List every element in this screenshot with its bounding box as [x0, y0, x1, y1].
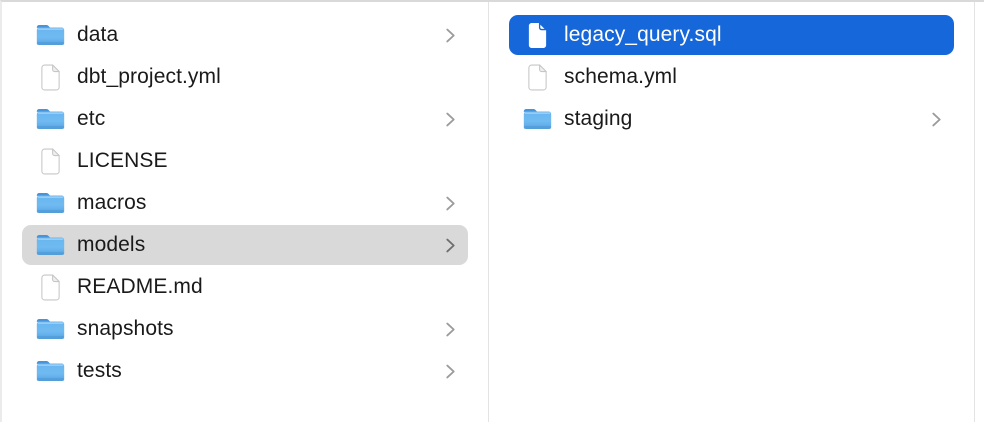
- chevron-right-icon: [931, 111, 942, 128]
- row-schema-yml[interactable]: schema.yml: [509, 57, 954, 97]
- item-label: snapshots: [77, 317, 174, 340]
- item-label: data: [77, 23, 119, 46]
- folder-icon: [521, 106, 554, 132]
- chevron-right-icon: [445, 27, 456, 44]
- row-legacy-query-sql-selected[interactable]: legacy_query.sql: [509, 15, 954, 55]
- chevron-right-icon: [445, 237, 456, 254]
- folder-icon: [34, 232, 67, 258]
- folder-icon: [34, 22, 67, 48]
- file-icon: [34, 273, 67, 302]
- file-icon: [521, 21, 554, 50]
- item-label: legacy_query.sql: [564, 23, 722, 46]
- item-label: models: [77, 233, 146, 256]
- row-macros[interactable]: macros: [22, 183, 468, 223]
- column-divider: [974, 2, 975, 422]
- folder-icon: [34, 190, 67, 216]
- chevron-right-icon: [445, 111, 456, 128]
- file-icon: [34, 147, 67, 176]
- chevron-right-icon: [445, 363, 456, 380]
- browser-column-left: data dbt_project.yml etc LICENSE macros …: [2, 2, 488, 422]
- item-label: dbt_project.yml: [77, 65, 221, 88]
- row-license[interactable]: LICENSE: [22, 141, 468, 181]
- row-dbt-project-yml[interactable]: dbt_project.yml: [22, 57, 468, 97]
- row-data[interactable]: data: [22, 15, 468, 55]
- folder-icon: [34, 316, 67, 342]
- file-icon: [521, 63, 554, 92]
- row-etc[interactable]: etc: [22, 99, 468, 139]
- row-tests[interactable]: tests: [22, 351, 468, 391]
- column-divider: [488, 2, 489, 422]
- row-readme-md[interactable]: README.md: [22, 267, 468, 307]
- folder-icon: [34, 358, 67, 384]
- browser-column-stub: [975, 2, 984, 422]
- row-snapshots[interactable]: snapshots: [22, 309, 468, 349]
- browser-column-right: legacy_query.sql schema.yml staging: [489, 2, 974, 422]
- item-label: LICENSE: [77, 149, 168, 172]
- file-icon: [34, 63, 67, 92]
- item-label: macros: [77, 191, 147, 214]
- item-label: tests: [77, 359, 122, 382]
- item-label: schema.yml: [564, 65, 678, 88]
- chevron-right-icon: [445, 195, 456, 212]
- row-models-selected[interactable]: models: [22, 225, 468, 265]
- item-label: etc: [77, 107, 106, 130]
- folder-icon: [34, 106, 67, 132]
- chevron-right-icon: [445, 321, 456, 338]
- item-label: README.md: [77, 275, 203, 298]
- row-staging[interactable]: staging: [509, 99, 954, 139]
- item-label: staging: [564, 107, 633, 130]
